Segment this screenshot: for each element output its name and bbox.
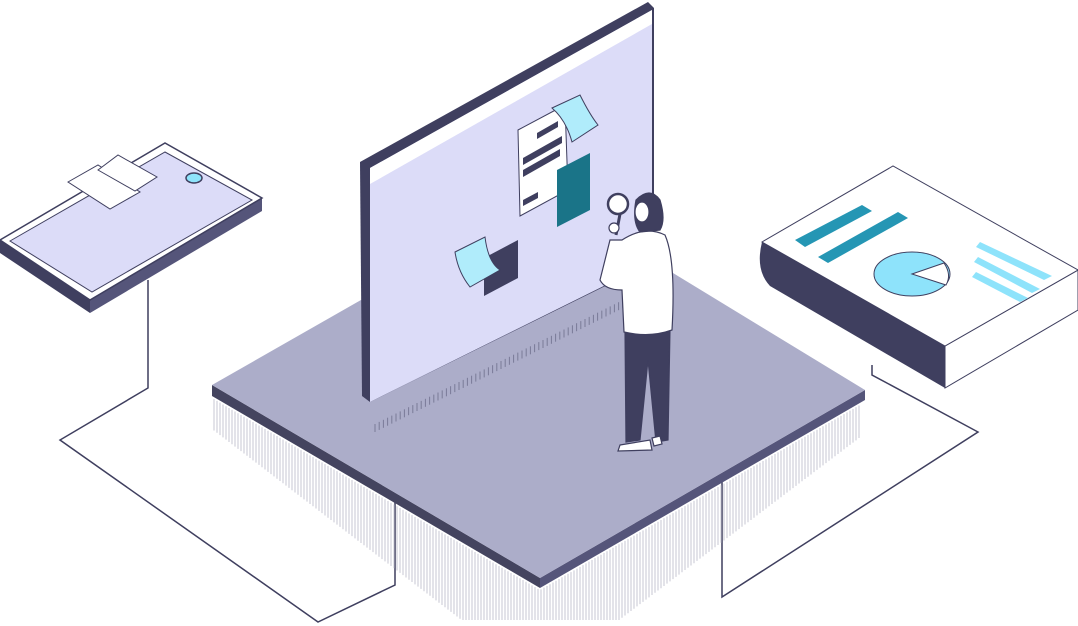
pie-chart-icon xyxy=(873,251,951,297)
magnifier-icon xyxy=(606,192,630,216)
platform-shadow-hatch xyxy=(213,399,860,620)
connector-lines xyxy=(58,280,980,623)
platform xyxy=(212,195,865,588)
phone-icon xyxy=(0,142,264,313)
person-with-magnifier xyxy=(599,192,674,452)
monitor-board-icon xyxy=(360,2,654,402)
report-book-icon xyxy=(759,165,1078,389)
